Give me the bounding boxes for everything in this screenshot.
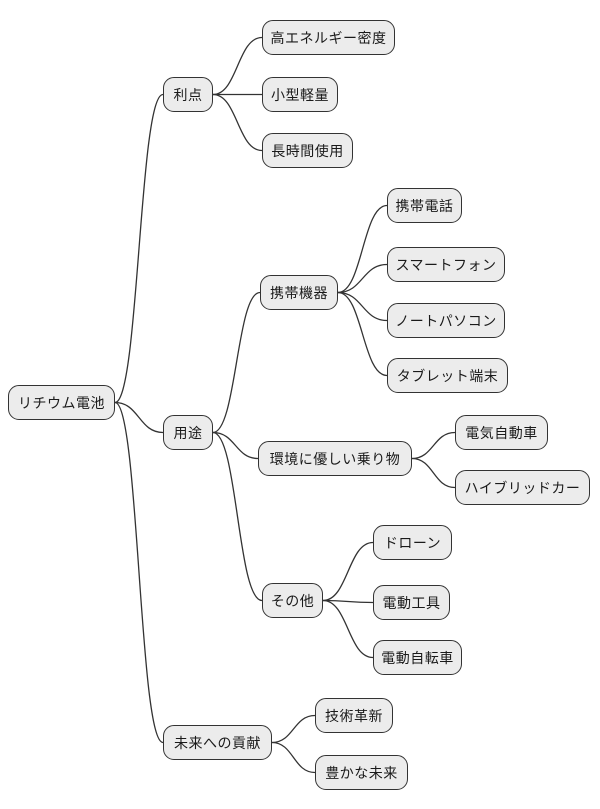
edge-uses-eco-vehicles: [212, 431, 259, 460]
node-electric-car: 電気自動車: [455, 415, 548, 450]
node-electric-bicycle: 電動自転車: [373, 640, 462, 675]
node-hybrid-car: ハイブリッドカー: [455, 470, 590, 505]
edge-others-ebike: [322, 599, 374, 659]
node-tablet: タブレット端末: [387, 358, 508, 393]
node-laptop: ノートパソコン: [387, 303, 505, 338]
node-drone: ドローン: [373, 525, 452, 560]
edge-root-uses: [114, 401, 164, 434]
node-high-energy-density: 高エネルギー密度: [262, 20, 395, 55]
edge-future-rich: [271, 741, 316, 774]
node-eco-vehicles: 環境に優しい乗り物: [258, 441, 412, 476]
edge-root-future: [114, 401, 164, 744]
edge-root-advantages: [114, 93, 164, 404]
node-lithium-battery: リチウム電池: [8, 385, 115, 420]
node-future-contribution: 未来への貢献: [163, 725, 272, 760]
node-uses: 用途: [163, 415, 213, 450]
edge-uses-others: [212, 431, 263, 602]
node-smartphone: スマートフォン: [387, 247, 505, 282]
edge-portable-tablet: [337, 291, 388, 377]
node-others: その他: [262, 583, 323, 618]
node-mobile-phone: 携帯電話: [387, 188, 462, 223]
node-portable-devices: 携帯機器: [260, 275, 338, 310]
edge-portable-phone: [337, 204, 388, 294]
node-long-use: 長時間使用: [262, 133, 353, 168]
edge-eco-hybrid: [411, 457, 456, 489]
node-tech-innovation: 技術革新: [315, 698, 393, 733]
edge-eco-ev: [411, 431, 456, 460]
edge-portable-smartphone: [337, 263, 388, 294]
edge-uses-portable: [212, 291, 261, 434]
edge-advantages-long-use: [212, 93, 263, 152]
node-advantages: 利点: [163, 77, 213, 112]
node-power-tools: 電動工具: [373, 585, 450, 620]
edge-advantages-energy-density: [212, 36, 263, 96]
node-compact-lightweight: 小型軽量: [262, 77, 338, 112]
edge-portable-laptop: [337, 291, 388, 322]
edge-future-innovation: [271, 714, 316, 744]
node-rich-future: 豊かな未来: [315, 755, 408, 790]
edge-others-power-tools: [322, 599, 374, 604]
edge-others-drone: [322, 541, 374, 602]
